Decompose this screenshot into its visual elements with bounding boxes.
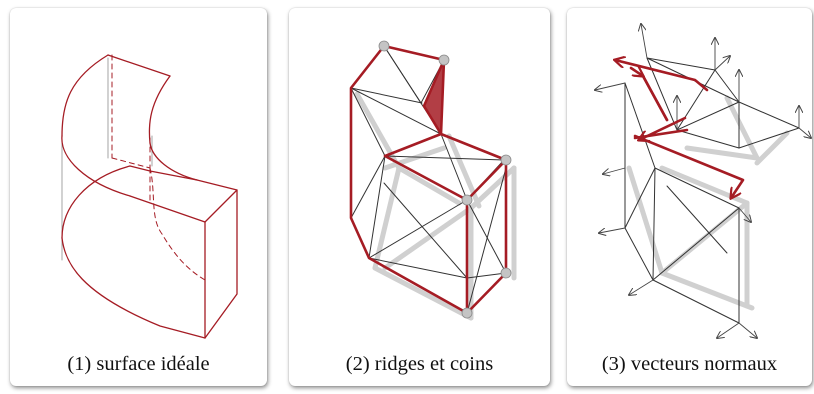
caption-text: vecteurs normaux: [630, 353, 778, 375]
corner-vertices: [378, 40, 512, 319]
normal-arrow: [738, 207, 751, 222]
ridge-wedge: [424, 60, 444, 134]
caption-ideal-surface: (1) surface idéale: [10, 353, 267, 376]
ridge-arrow: [633, 134, 745, 198]
surface-vertical-lines: [61, 57, 206, 322]
caption-number: (3): [601, 353, 626, 375]
corner-vertex: [461, 307, 473, 319]
caption-text: ridges et coins: [374, 353, 494, 375]
caption-text: surface idéale: [96, 353, 210, 375]
corner-vertex: [500, 267, 512, 279]
ridge-edges: [349, 44, 508, 315]
normal-vector-arrows: [595, 24, 811, 338]
caption-number: (2): [345, 353, 370, 375]
corner-vertex: [500, 154, 512, 166]
panel-normal-vectors: (3) vecteurs normaux: [567, 8, 812, 386]
panel-ideal-surface: (1) surface idéale: [10, 8, 267, 386]
normal-arrow: [717, 322, 740, 338]
corner-vertex: [438, 54, 450, 66]
normal-vectors-drawing: [567, 8, 812, 386]
mesh-edges: [624, 57, 800, 324]
normal-arrow: [629, 279, 654, 295]
ridge-arrow: [639, 116, 687, 140]
ridge-vector-arrows: [615, 60, 745, 198]
panel-ridges-corners: (2) ridges et coins: [289, 8, 550, 386]
normal-arrow: [599, 227, 626, 233]
normal-arrow: [714, 56, 730, 71]
ideal-surface-drawing: [61, 54, 238, 339]
ridges-corners-drawing: [349, 40, 517, 321]
normal-arrow: [738, 322, 757, 338]
corner-vertex: [461, 194, 473, 206]
normal-arrow: [798, 127, 811, 138]
surface-outline: [61, 54, 238, 339]
normal-arrow: [603, 167, 626, 174]
corner-vertex: [378, 40, 390, 52]
caption-ridges-corners: (2) ridges et coins: [289, 353, 550, 376]
edge-shadows: [354, 91, 517, 321]
caption-normal-vectors: (3) vecteurs normaux: [567, 353, 812, 376]
caption-number: (1): [67, 353, 92, 375]
ridge-arrow: [615, 60, 709, 92]
normal-arrow: [595, 82, 626, 90]
normal-arrow: [641, 24, 648, 59]
